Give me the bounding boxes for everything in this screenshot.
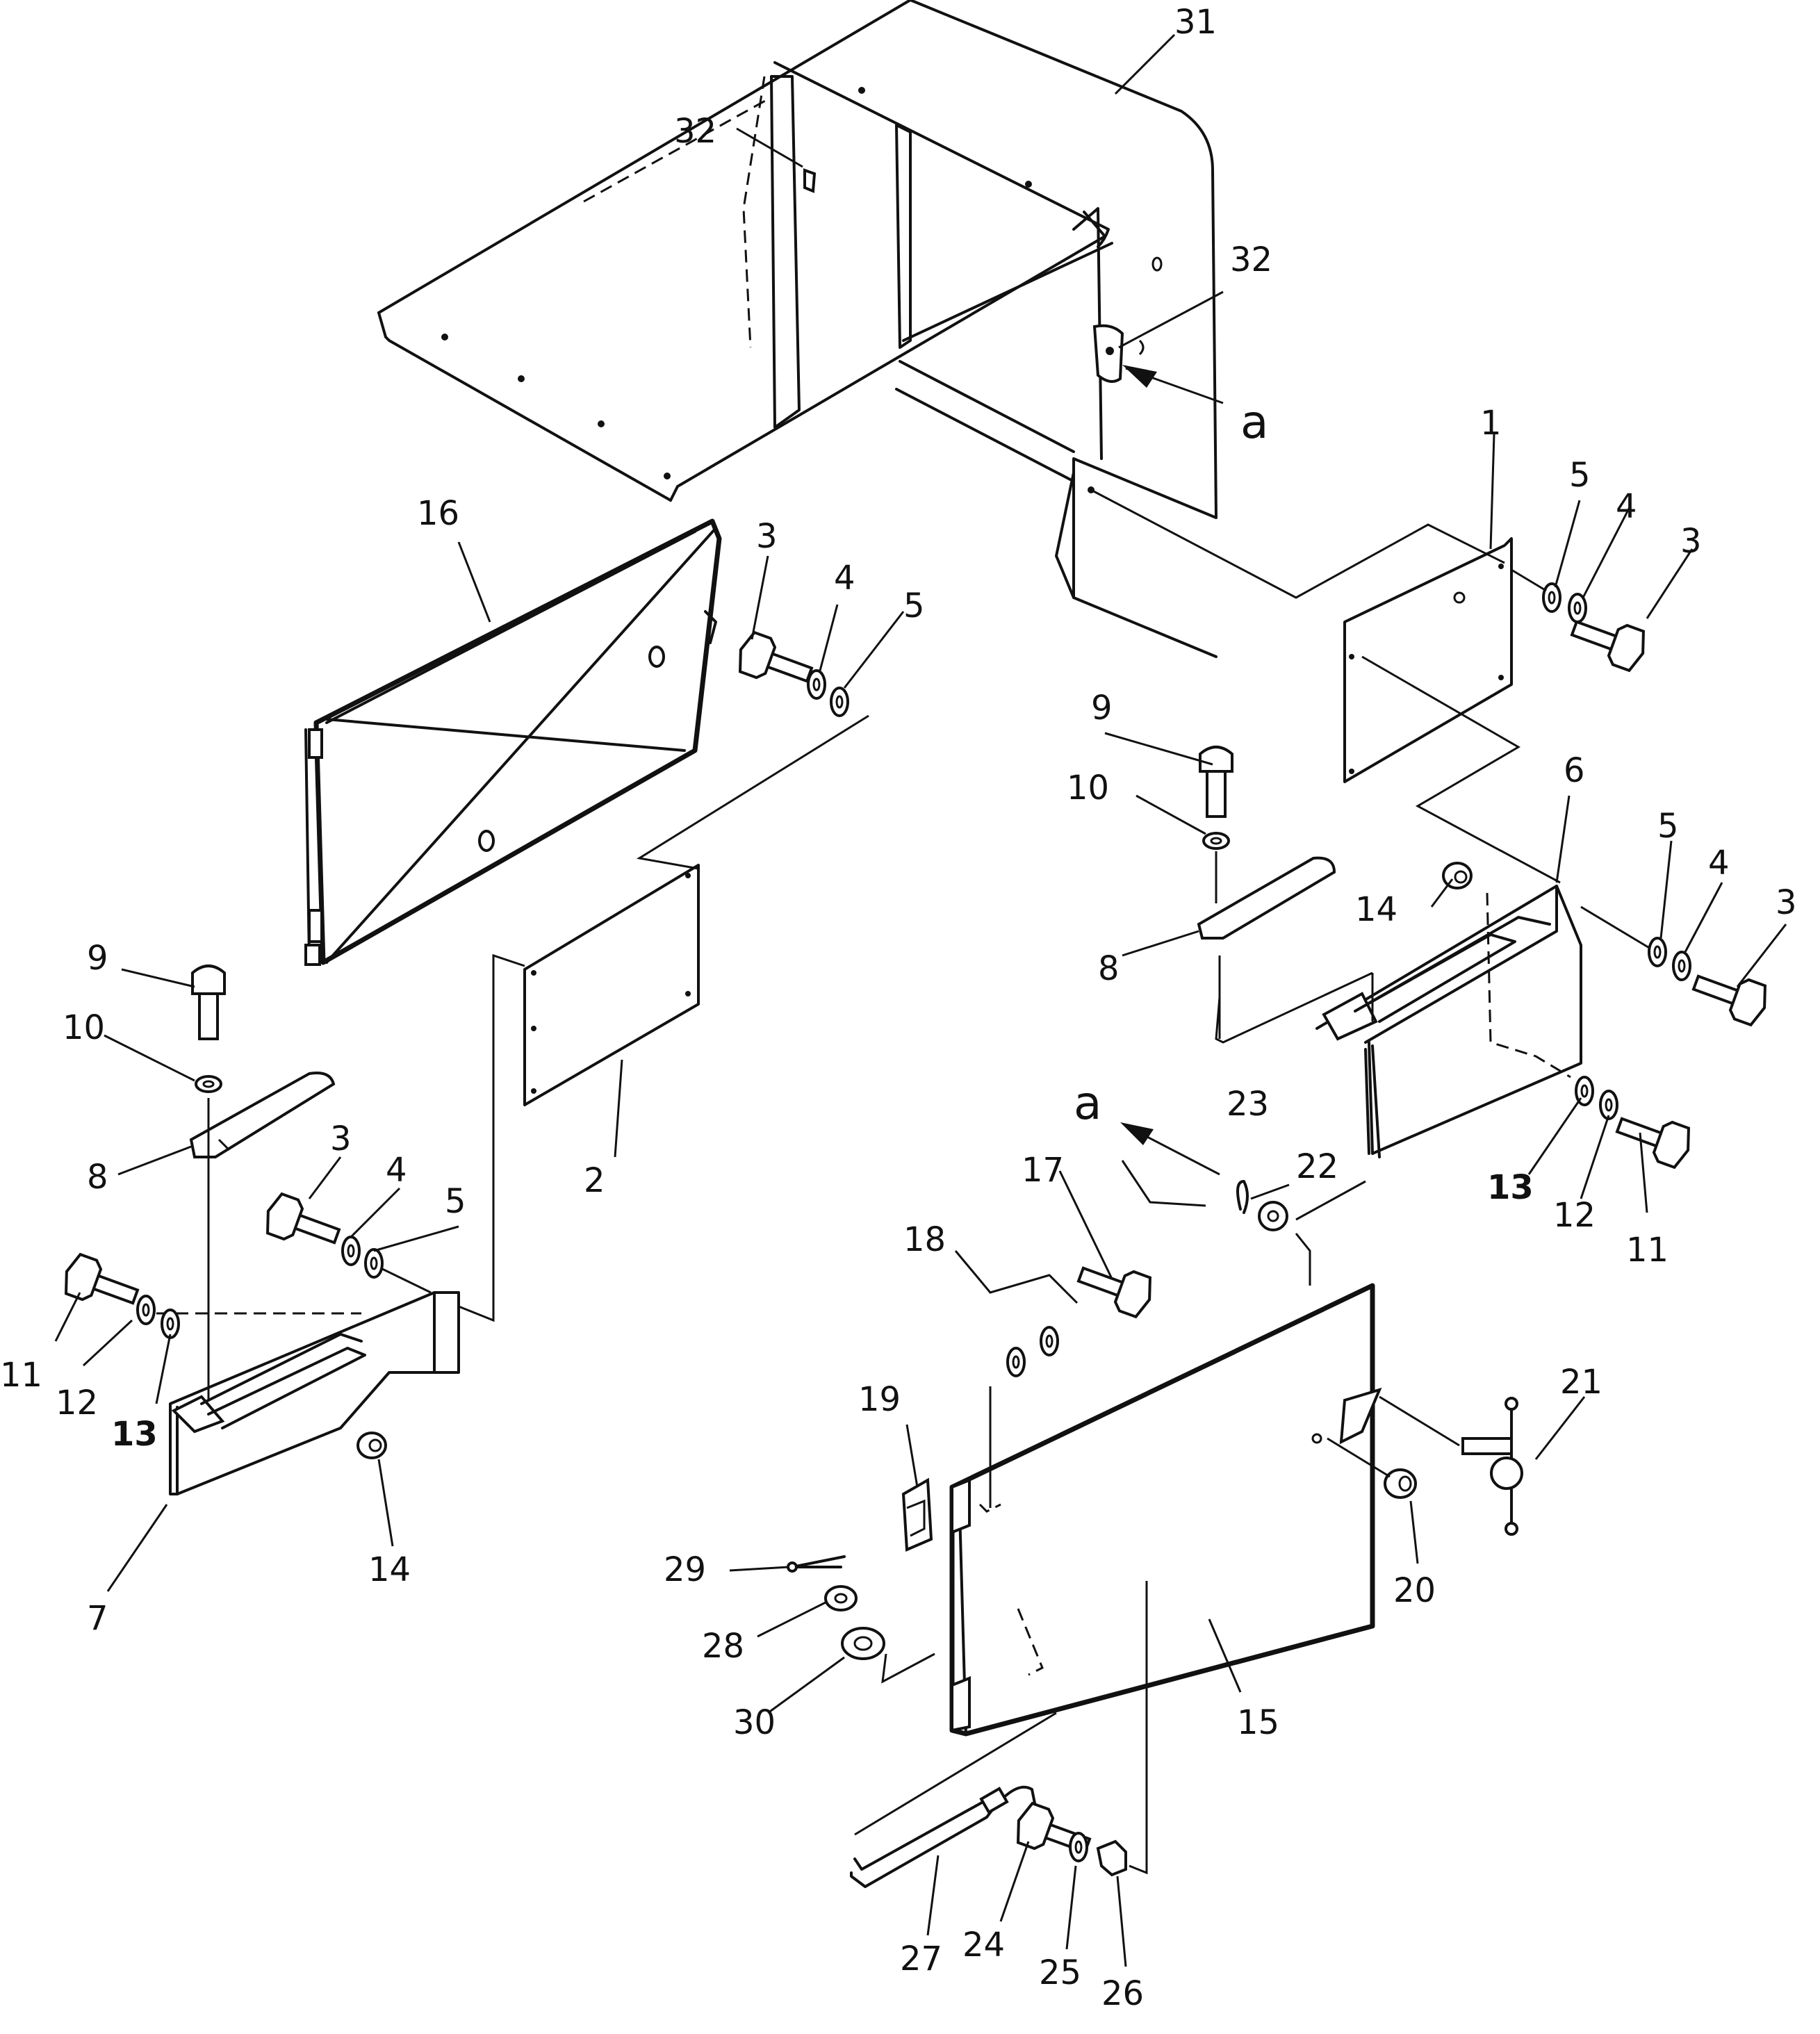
- label-31: 31: [1174, 3, 1217, 42]
- label-13-left: 13: [111, 1415, 158, 1454]
- label-9-right: 9: [1091, 689, 1113, 728]
- label-25: 25: [1039, 1953, 1081, 1992]
- washer-22: [1258, 1201, 1288, 1231]
- door-panel-part-15: [949, 1283, 1382, 1737]
- plate-part-1: [1343, 537, 1513, 783]
- bolt-3b: [1687, 962, 1773, 1029]
- label-12-right: 12: [1553, 1196, 1596, 1235]
- label-14-right: 14: [1355, 890, 1397, 929]
- label-4-low-left: 4: [386, 1151, 407, 1190]
- bolt-9a: [191, 965, 226, 1040]
- label-15: 15: [1237, 1703, 1279, 1742]
- callout-labels: 31 32 32 a 1 5 4 3 16 3 4 5 9 10 6 5 4 3…: [0, 3, 1797, 2013]
- label-20: 20: [1393, 1571, 1436, 1610]
- washer-5c: [830, 687, 849, 717]
- latch-handle-21: [1461, 1397, 1523, 1536]
- label-a-lower: a: [1074, 1076, 1101, 1130]
- plate-8b: [1197, 856, 1336, 940]
- washer-4d: [341, 1236, 361, 1266]
- label-8-left: 8: [87, 1158, 108, 1197]
- label-27: 27: [900, 1939, 942, 1978]
- window-frame-part-16: [304, 518, 722, 966]
- washer-5a: [1542, 582, 1561, 613]
- cushion-14b: [356, 1432, 387, 1459]
- label-7: 7: [87, 1599, 108, 1638]
- bolt-3d: [259, 1190, 345, 1257]
- label-10-left: 10: [63, 1008, 105, 1047]
- washer-4b: [1672, 951, 1691, 981]
- pin-29: [791, 1555, 846, 1568]
- label-8-right: 8: [1098, 949, 1120, 988]
- label-21: 21: [1560, 1363, 1602, 1402]
- label-16: 16: [417, 494, 459, 533]
- washer-5b: [1648, 937, 1667, 967]
- washer-12a: [1599, 1090, 1618, 1120]
- washer-13b: [161, 1309, 180, 1339]
- label-12-left: 12: [56, 1384, 98, 1422]
- label-22: 22: [1296, 1147, 1338, 1186]
- label-19: 19: [858, 1380, 901, 1419]
- label-6: 6: [1564, 751, 1585, 790]
- label-5-mid-right: 5: [1657, 807, 1679, 846]
- bracket-part-6: [1315, 885, 1582, 1158]
- label-3-low-left: 3: [330, 1119, 352, 1158]
- bracket-part-7: [156, 1291, 460, 1495]
- label-9-left: 9: [87, 939, 108, 978]
- label-32-upper: 32: [674, 112, 716, 151]
- label-23: 23: [1227, 1085, 1269, 1124]
- bolt-11a: [1611, 1104, 1697, 1172]
- label-5-mid-left: 5: [903, 587, 925, 625]
- label-3-mid-right: 3: [1776, 883, 1797, 922]
- washer-10a: [195, 1075, 222, 1093]
- washer-4a: [1568, 593, 1587, 623]
- cushion-20: [1384, 1468, 1417, 1499]
- label-11-left: 11: [0, 1356, 42, 1395]
- canopy-frame-part-31: [377, 0, 1218, 658]
- plate-8a: [189, 1072, 336, 1158]
- label-4-mid-left: 4: [834, 559, 855, 598]
- label-32-lower: 32: [1230, 240, 1272, 279]
- lock-part-19: [901, 1477, 933, 1552]
- label-11-right: 11: [1626, 1231, 1669, 1270]
- plate-part-2: [523, 864, 700, 1106]
- label-1: 1: [1480, 404, 1502, 443]
- label-10-right: 10: [1067, 769, 1109, 807]
- label-13-right: 13: [1487, 1168, 1534, 1207]
- label-5-low-left: 5: [445, 1182, 466, 1221]
- washer-18a: [1040, 1326, 1059, 1356]
- label-26: 26: [1101, 1974, 1144, 2013]
- leader-lines: [54, 33, 1787, 1967]
- cushion-30: [841, 1627, 885, 1660]
- label-3-mid-left: 3: [756, 517, 778, 556]
- nut-26: [1096, 1839, 1127, 1877]
- label-4-top-right: 4: [1616, 487, 1637, 526]
- washer-18b: [1006, 1347, 1026, 1377]
- label-18: 18: [903, 1220, 946, 1259]
- washer-25: [1069, 1832, 1088, 1862]
- pin-17: [1072, 1254, 1158, 1321]
- label-3-top-right: 3: [1680, 522, 1702, 561]
- washer-4c: [807, 669, 826, 700]
- label-2: 2: [584, 1161, 605, 1200]
- label-4-mid-right: 4: [1708, 844, 1730, 883]
- label-5-top-right: 5: [1569, 456, 1591, 495]
- pin-23: [1236, 1180, 1249, 1214]
- washer-28: [824, 1585, 858, 1611]
- label-14-left: 14: [368, 1550, 411, 1589]
- bolt-3c: [732, 628, 818, 696]
- rod-part-27: [850, 1785, 1037, 1888]
- washer-5d: [364, 1248, 384, 1279]
- label-24: 24: [962, 1926, 1005, 1965]
- label-28: 28: [702, 1627, 744, 1666]
- washer-12b: [136, 1295, 156, 1325]
- label-30: 30: [733, 1703, 776, 1742]
- label-a-upper: a: [1240, 395, 1268, 449]
- label-29: 29: [664, 1550, 706, 1589]
- washer-10b: [1202, 832, 1230, 850]
- label-17: 17: [1022, 1151, 1064, 1190]
- bolt-9b: [1199, 746, 1233, 818]
